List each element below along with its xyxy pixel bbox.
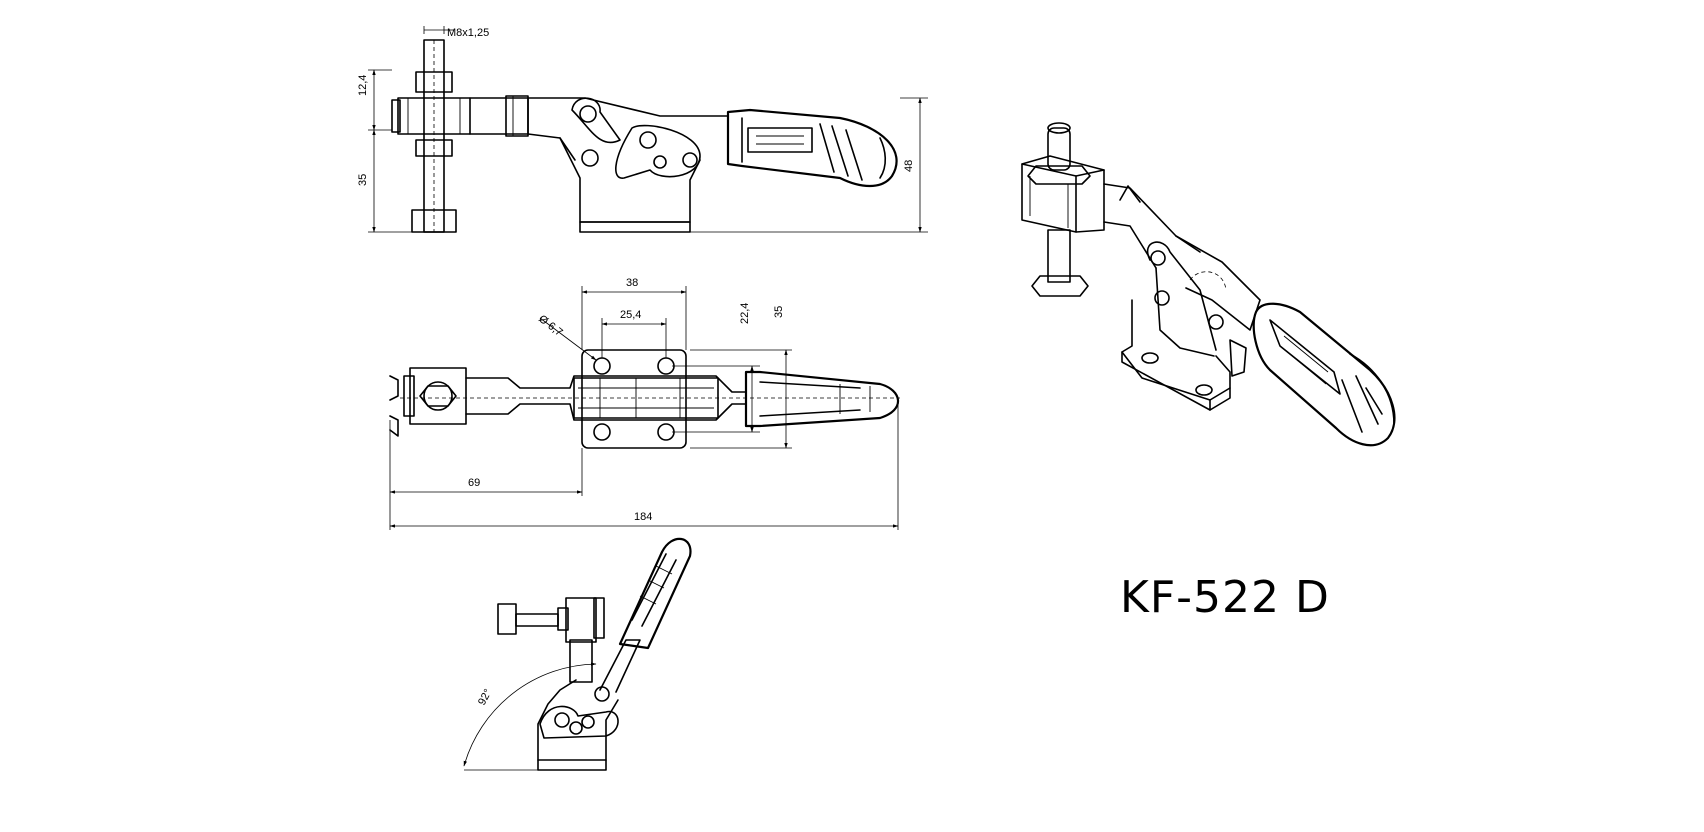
- side-view-dimensions: M8x1,25 12,4 35 48: [357, 26, 928, 233]
- dim-hole-spacing: 25,4: [620, 309, 641, 321]
- side-view: [391, 39, 898, 233]
- dim-spindle-offset: 12,4: [357, 75, 369, 96]
- part-number-title: KF-522 D: [1120, 572, 1330, 623]
- top-view-dimensions: 38 25,4 Ø 6,7 22,4 35 69 184: [389, 277, 899, 530]
- dim-thread: M8x1,25: [447, 27, 489, 39]
- open-position-view: 92°: [463, 537, 692, 771]
- dim-hole-diameter: Ø 6,7: [536, 313, 565, 339]
- isometric-view: [1021, 122, 1396, 447]
- dim-overall-height: 48: [903, 160, 915, 172]
- dim-spindle-reach: 69: [468, 477, 480, 489]
- dim-hole-spacing-y: 22,4: [739, 303, 751, 324]
- dim-spindle-height: 35: [357, 174, 369, 186]
- dim-base-depth: 35: [773, 306, 785, 318]
- top-view: [389, 349, 900, 449]
- dim-base-width: 38: [626, 277, 638, 289]
- dim-opening-angle: 92°: [476, 687, 494, 707]
- dim-overall-length: 184: [634, 511, 652, 523]
